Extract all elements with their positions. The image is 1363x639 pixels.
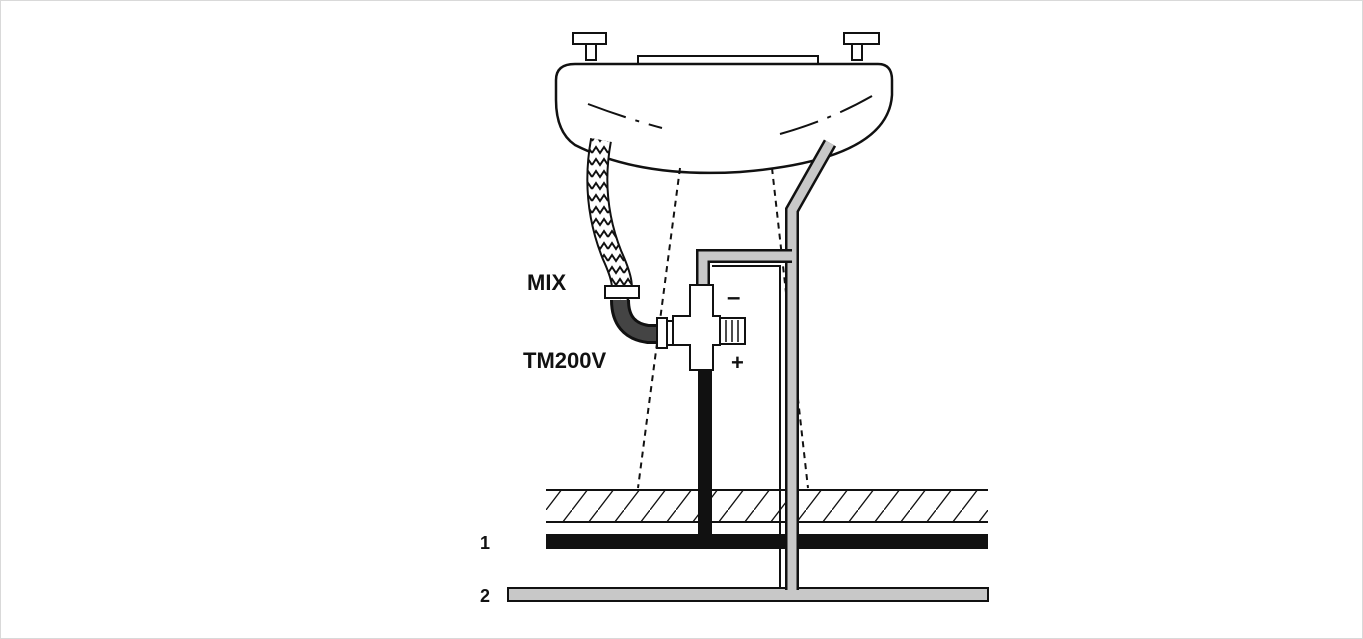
- minus-label: –: [727, 284, 740, 311]
- tm200v-valve: [656, 284, 746, 371]
- thin-return-line: [712, 265, 781, 588]
- pedestal-outline-left: [637, 167, 681, 489]
- floor-hatch: [546, 490, 988, 522]
- grey-branch: [698, 251, 792, 305]
- washbasin-bowl: [554, 62, 894, 175]
- basin-inner-curve-left: [587, 103, 663, 129]
- grey-pipe: [787, 140, 834, 590]
- braided-hose: [588, 138, 631, 304]
- supply-line-1: [546, 534, 988, 549]
- basin-inner-curve-right: [779, 95, 873, 135]
- right-tap-handle: [843, 32, 880, 61]
- left-tap-handle: [572, 32, 607, 61]
- dark-elbow-hose-fill: [613, 299, 658, 341]
- plus-label: +: [731, 350, 744, 375]
- hose-connector: [604, 285, 640, 299]
- mix-label: MIX: [527, 270, 566, 295]
- dark-supply-riser: [698, 368, 712, 538]
- supply-line-2: [507, 587, 989, 602]
- grey-branch-outline: [696, 249, 792, 305]
- line-1-label: 1: [480, 533, 490, 553]
- tm200v-label: TM200V: [523, 348, 606, 373]
- pedestal-outline-right: [771, 167, 809, 489]
- line-2-label: 2: [480, 586, 490, 606]
